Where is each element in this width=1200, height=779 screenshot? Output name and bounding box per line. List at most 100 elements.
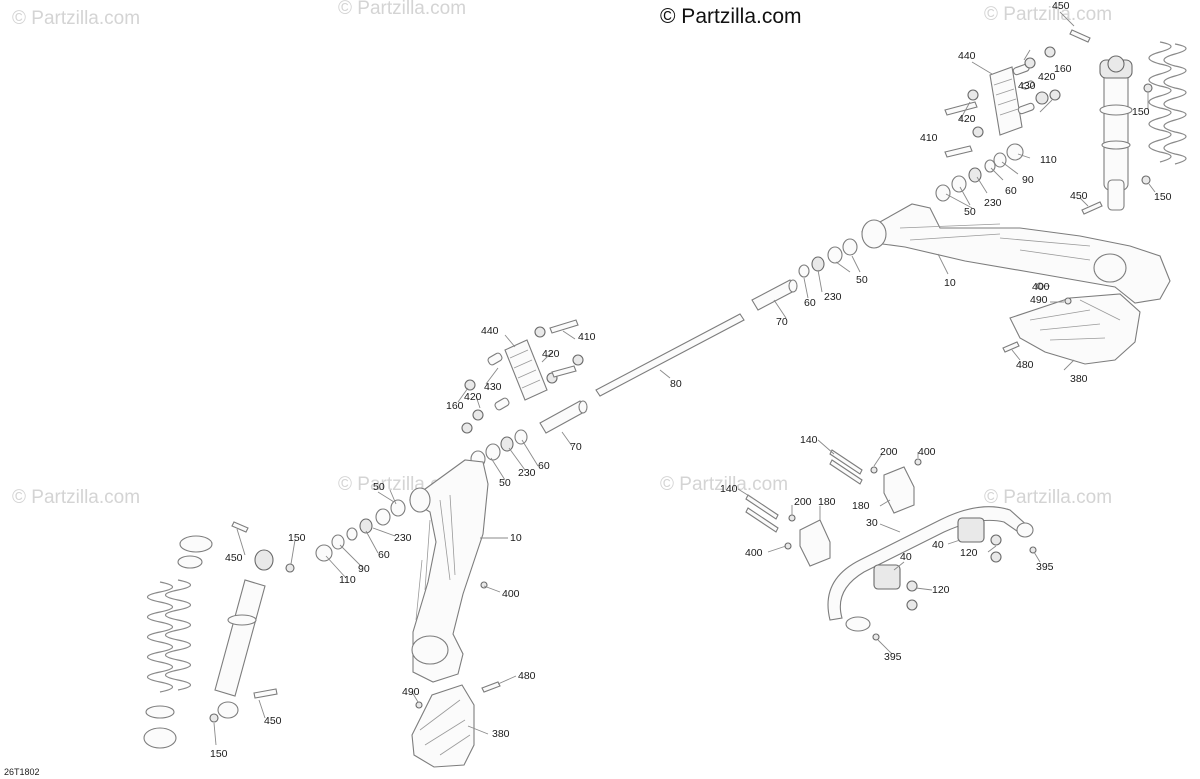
callout-label: 50 bbox=[856, 274, 868, 286]
watermark-layer: © Partzilla.com © Partzilla.com © Partzi… bbox=[12, 0, 1112, 508]
left-upper-bushings[interactable] bbox=[470, 429, 528, 468]
callout-label: 380 bbox=[1070, 373, 1088, 385]
watermark: © Partzilla.com bbox=[338, 0, 466, 19]
callout-label: 400 bbox=[918, 446, 936, 458]
callout-label: 50 bbox=[964, 206, 976, 218]
callout-label: 90 bbox=[1022, 174, 1034, 186]
left-shock-bracket[interactable] bbox=[504, 339, 548, 401]
callout-label: 40 bbox=[900, 551, 912, 563]
callout-label: 10 bbox=[510, 532, 522, 544]
callout-label: 60 bbox=[538, 460, 550, 472]
left-shock-absorber[interactable] bbox=[214, 549, 274, 719]
callout-label: 395 bbox=[1036, 561, 1054, 573]
callout-label: 440 bbox=[481, 325, 499, 337]
left-spacer-tube[interactable] bbox=[539, 400, 588, 434]
right-spacer-tube[interactable] bbox=[751, 279, 798, 311]
callout-label: 230 bbox=[984, 197, 1002, 209]
callout-label: 450 bbox=[225, 552, 243, 564]
watermark: © Partzilla.com bbox=[660, 474, 788, 495]
callout-label: 480 bbox=[1016, 359, 1034, 371]
callout-label: 380 bbox=[492, 728, 510, 740]
callout-label: 430 bbox=[484, 381, 502, 393]
callout-label: 30 bbox=[866, 517, 878, 529]
anti-roll-bar[interactable] bbox=[827, 506, 1034, 632]
right-shock-absorber[interactable] bbox=[1099, 55, 1133, 211]
callout-label: 50 bbox=[499, 477, 511, 489]
left-bracket-hardware[interactable] bbox=[461, 319, 584, 434]
callout-label: 230 bbox=[518, 467, 536, 479]
watermark: © Partzilla.com bbox=[984, 487, 1112, 508]
callout-label: 420 bbox=[542, 348, 560, 360]
right-upper-bushings[interactable] bbox=[935, 143, 1024, 202]
callout-label: 40 bbox=[932, 539, 944, 551]
callout-label: 110 bbox=[339, 574, 356, 586]
callout-label: 10 bbox=[944, 277, 956, 289]
callout-label: 480 bbox=[518, 670, 536, 682]
callout-label: 150 bbox=[1154, 191, 1172, 203]
left-coil-spring[interactable] bbox=[143, 535, 213, 749]
callout-label: 70 bbox=[570, 441, 582, 453]
callout-label: 90 bbox=[358, 563, 370, 575]
callout-label: 420 bbox=[958, 113, 976, 125]
right-bracket-hardware[interactable] bbox=[944, 46, 1061, 158]
callout-label: 120 bbox=[932, 584, 950, 596]
right-lower-bushings[interactable] bbox=[798, 238, 858, 278]
left-trailing-arm[interactable] bbox=[409, 459, 489, 683]
callout-label: 400 bbox=[1032, 281, 1050, 293]
watermark: © Partzilla.com bbox=[984, 4, 1112, 25]
callout-label: 420 bbox=[464, 391, 482, 403]
right-coil-spring[interactable] bbox=[1148, 41, 1187, 165]
callout-label: 150 bbox=[1132, 106, 1150, 118]
right-skid-plate[interactable] bbox=[1009, 293, 1141, 365]
callout-labels: 450 440 160 420 430 420 410 150 110 90 6… bbox=[210, 0, 1172, 760]
callout-label: 200 bbox=[794, 496, 812, 508]
cross-shaft[interactable] bbox=[595, 313, 745, 397]
callout-label: 200 bbox=[880, 446, 898, 458]
callout-label: 60 bbox=[804, 297, 816, 309]
callout-label: 140 bbox=[800, 434, 818, 446]
callout-label: 80 bbox=[670, 378, 682, 390]
callout-label: 410 bbox=[578, 331, 596, 343]
callout-label: 160 bbox=[1054, 63, 1072, 75]
callout-label: 180 bbox=[852, 500, 870, 512]
callout-label: 60 bbox=[378, 549, 390, 561]
leader-lines bbox=[213, 11, 1156, 746]
callout-label: 410 bbox=[920, 132, 938, 144]
left-lower-bushings[interactable] bbox=[315, 499, 406, 562]
callout-label: 400 bbox=[502, 588, 520, 600]
diagram-reference-code: 26T1802 bbox=[4, 767, 40, 777]
callout-label: 395 bbox=[884, 651, 902, 663]
watermark: © Partzilla.com bbox=[12, 487, 140, 508]
right-trailing-arm[interactable] bbox=[861, 203, 1171, 304]
left-skid-plate[interactable] bbox=[411, 684, 475, 768]
callout-label: 420 bbox=[1038, 71, 1056, 83]
callout-label: 180 bbox=[818, 496, 836, 508]
callout-label: 60 bbox=[1005, 185, 1017, 197]
callout-label: 120 bbox=[960, 547, 978, 559]
anti-roll-bar-brackets[interactable] bbox=[745, 449, 922, 567]
callout-label: 50 bbox=[373, 481, 385, 493]
callout-label: 440 bbox=[958, 50, 976, 62]
right-fasteners[interactable] bbox=[1002, 29, 1153, 353]
callout-label: 150 bbox=[210, 748, 228, 760]
right-shock-bracket[interactable] bbox=[989, 66, 1023, 136]
callout-label: 150 bbox=[288, 532, 306, 544]
watermark: © Partzilla.com bbox=[12, 8, 140, 29]
callout-label: 450 bbox=[1070, 190, 1088, 202]
callout-label: 430 bbox=[1018, 80, 1036, 92]
anti-roll-bar-bushings[interactable] bbox=[872, 517, 1037, 641]
callout-label: 70 bbox=[776, 316, 788, 328]
callout-label: 110 bbox=[1040, 154, 1057, 166]
callout-label: 400 bbox=[745, 547, 763, 559]
callout-label: 450 bbox=[1052, 0, 1070, 12]
callout-label: 230 bbox=[394, 532, 412, 544]
copyright-text: © Partzilla.com bbox=[660, 5, 802, 28]
callout-label: 490 bbox=[402, 686, 420, 698]
callout-label: 140 bbox=[720, 483, 738, 495]
callout-label: 490 bbox=[1030, 294, 1048, 306]
callout-label: 160 bbox=[446, 400, 464, 412]
callout-label: 230 bbox=[824, 291, 842, 303]
left-fasteners[interactable] bbox=[209, 521, 501, 723]
